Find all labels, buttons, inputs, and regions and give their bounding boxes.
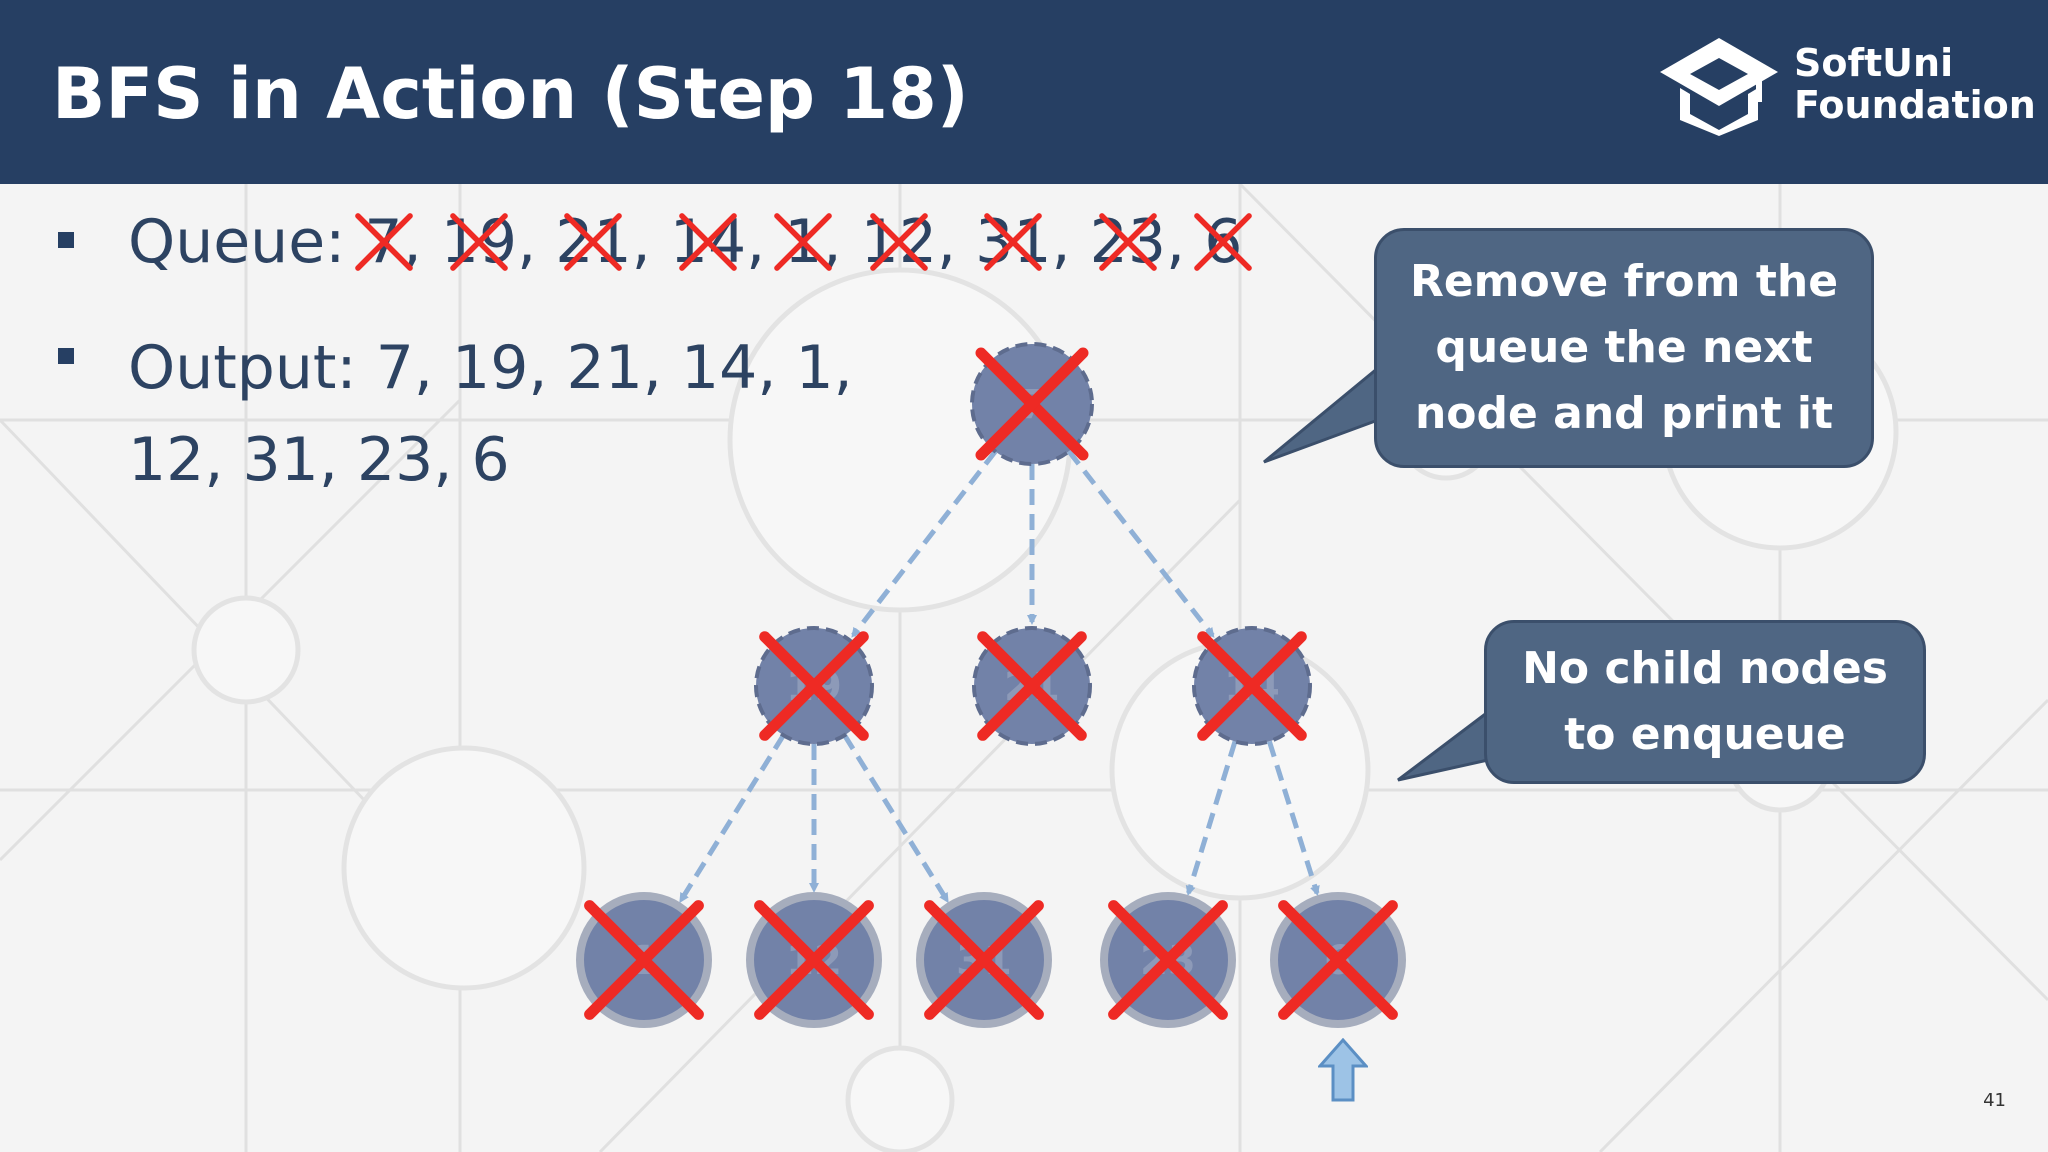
slide-title: BFS in Action (Step 18): [52, 53, 969, 135]
tree-node: 31: [916, 892, 1052, 1028]
tree-node: 21: [972, 626, 1092, 746]
callout-no-children: No child nodes to enqueue: [1484, 620, 1926, 784]
red-x-icon: [759, 631, 869, 741]
queue-separator: ,: [1051, 207, 1090, 277]
tree-edge: [678, 733, 786, 904]
queue-separator: ,: [746, 207, 785, 277]
red-x-icon: [924, 900, 1044, 1020]
tree-edge: [842, 733, 950, 904]
red-x-icon: [1197, 631, 1307, 741]
output-line-2: 12, 31, 23, 6: [128, 425, 510, 495]
queue-separator: ,: [517, 207, 556, 277]
tree-node: 7: [970, 342, 1094, 466]
softuni-logo: SoftUni Foundation: [1656, 36, 2036, 136]
red-x-icon: [754, 900, 874, 1020]
tree-node: 19: [754, 626, 874, 746]
output-line-1: Output: 7, 19, 21, 14, 1,: [128, 333, 853, 403]
logo-line-2: Foundation: [1794, 83, 2036, 127]
red-x-icon: [975, 347, 1089, 461]
queue-label: Queue:: [128, 207, 365, 277]
graduation-cap-icon: [1660, 38, 1778, 136]
tree-node: 23: [1100, 892, 1236, 1028]
tree-edge: [1185, 740, 1238, 896]
bullet-marker-output: [58, 348, 74, 364]
queue-separator: ,: [631, 207, 670, 277]
up-arrow-icon: [1318, 1038, 1368, 1102]
callout-no-children-line-2: to enqueue: [1564, 709, 1846, 760]
callout-remove-line-2: queue the next: [1435, 322, 1813, 373]
queue-separator: ,: [1166, 207, 1205, 277]
tree-edge: [1066, 449, 1215, 638]
callout-remove-line-1: Remove from the: [1409, 256, 1839, 307]
tree-node: 1: [576, 892, 712, 1028]
page-number: 41: [1983, 1090, 2006, 1111]
slide-header: BFS in Action (Step 18) SoftUni Foundati…: [0, 0, 2048, 184]
bullet-marker-queue: [58, 232, 74, 248]
callout-remove-line-3: node and print it: [1414, 388, 1834, 439]
red-x-icon: [977, 631, 1087, 741]
tree-node: 6: [1270, 892, 1406, 1028]
tree-edge: [851, 449, 998, 638]
logo-line-1: SoftUni: [1794, 41, 1954, 85]
red-x-icon: [1278, 900, 1398, 1020]
queue-item: 21: [555, 206, 631, 278]
callout-remove-node: Remove from the queue the next node and …: [1374, 228, 1874, 468]
output-text: Output: 7, 19, 21, 14, 1, 12, 31, 23, 6: [128, 322, 888, 506]
logo-wordmark: SoftUni Foundation: [1794, 42, 2036, 126]
red-x-icon: [1108, 900, 1228, 1020]
tree-node: 14: [1192, 626, 1312, 746]
callout-no-children-line-1: No child nodes: [1522, 643, 1888, 694]
tree-edge: [1266, 740, 1320, 897]
queue-separator: ,: [937, 207, 976, 277]
red-x-icon: [584, 900, 704, 1020]
tree-node: 12: [746, 892, 882, 1028]
